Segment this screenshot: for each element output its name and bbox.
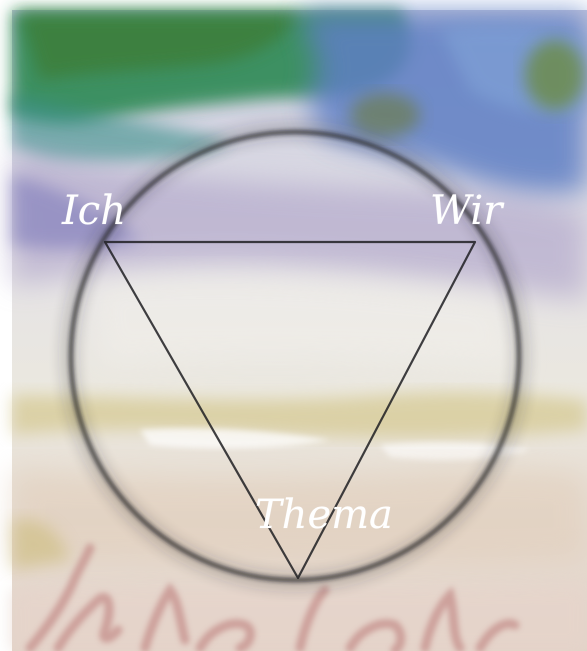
label-thema: Thema: [255, 492, 393, 538]
label-ich: Ich: [61, 188, 126, 234]
watercolor-background: [12, 10, 587, 651]
label-wir: Wir: [430, 188, 505, 234]
